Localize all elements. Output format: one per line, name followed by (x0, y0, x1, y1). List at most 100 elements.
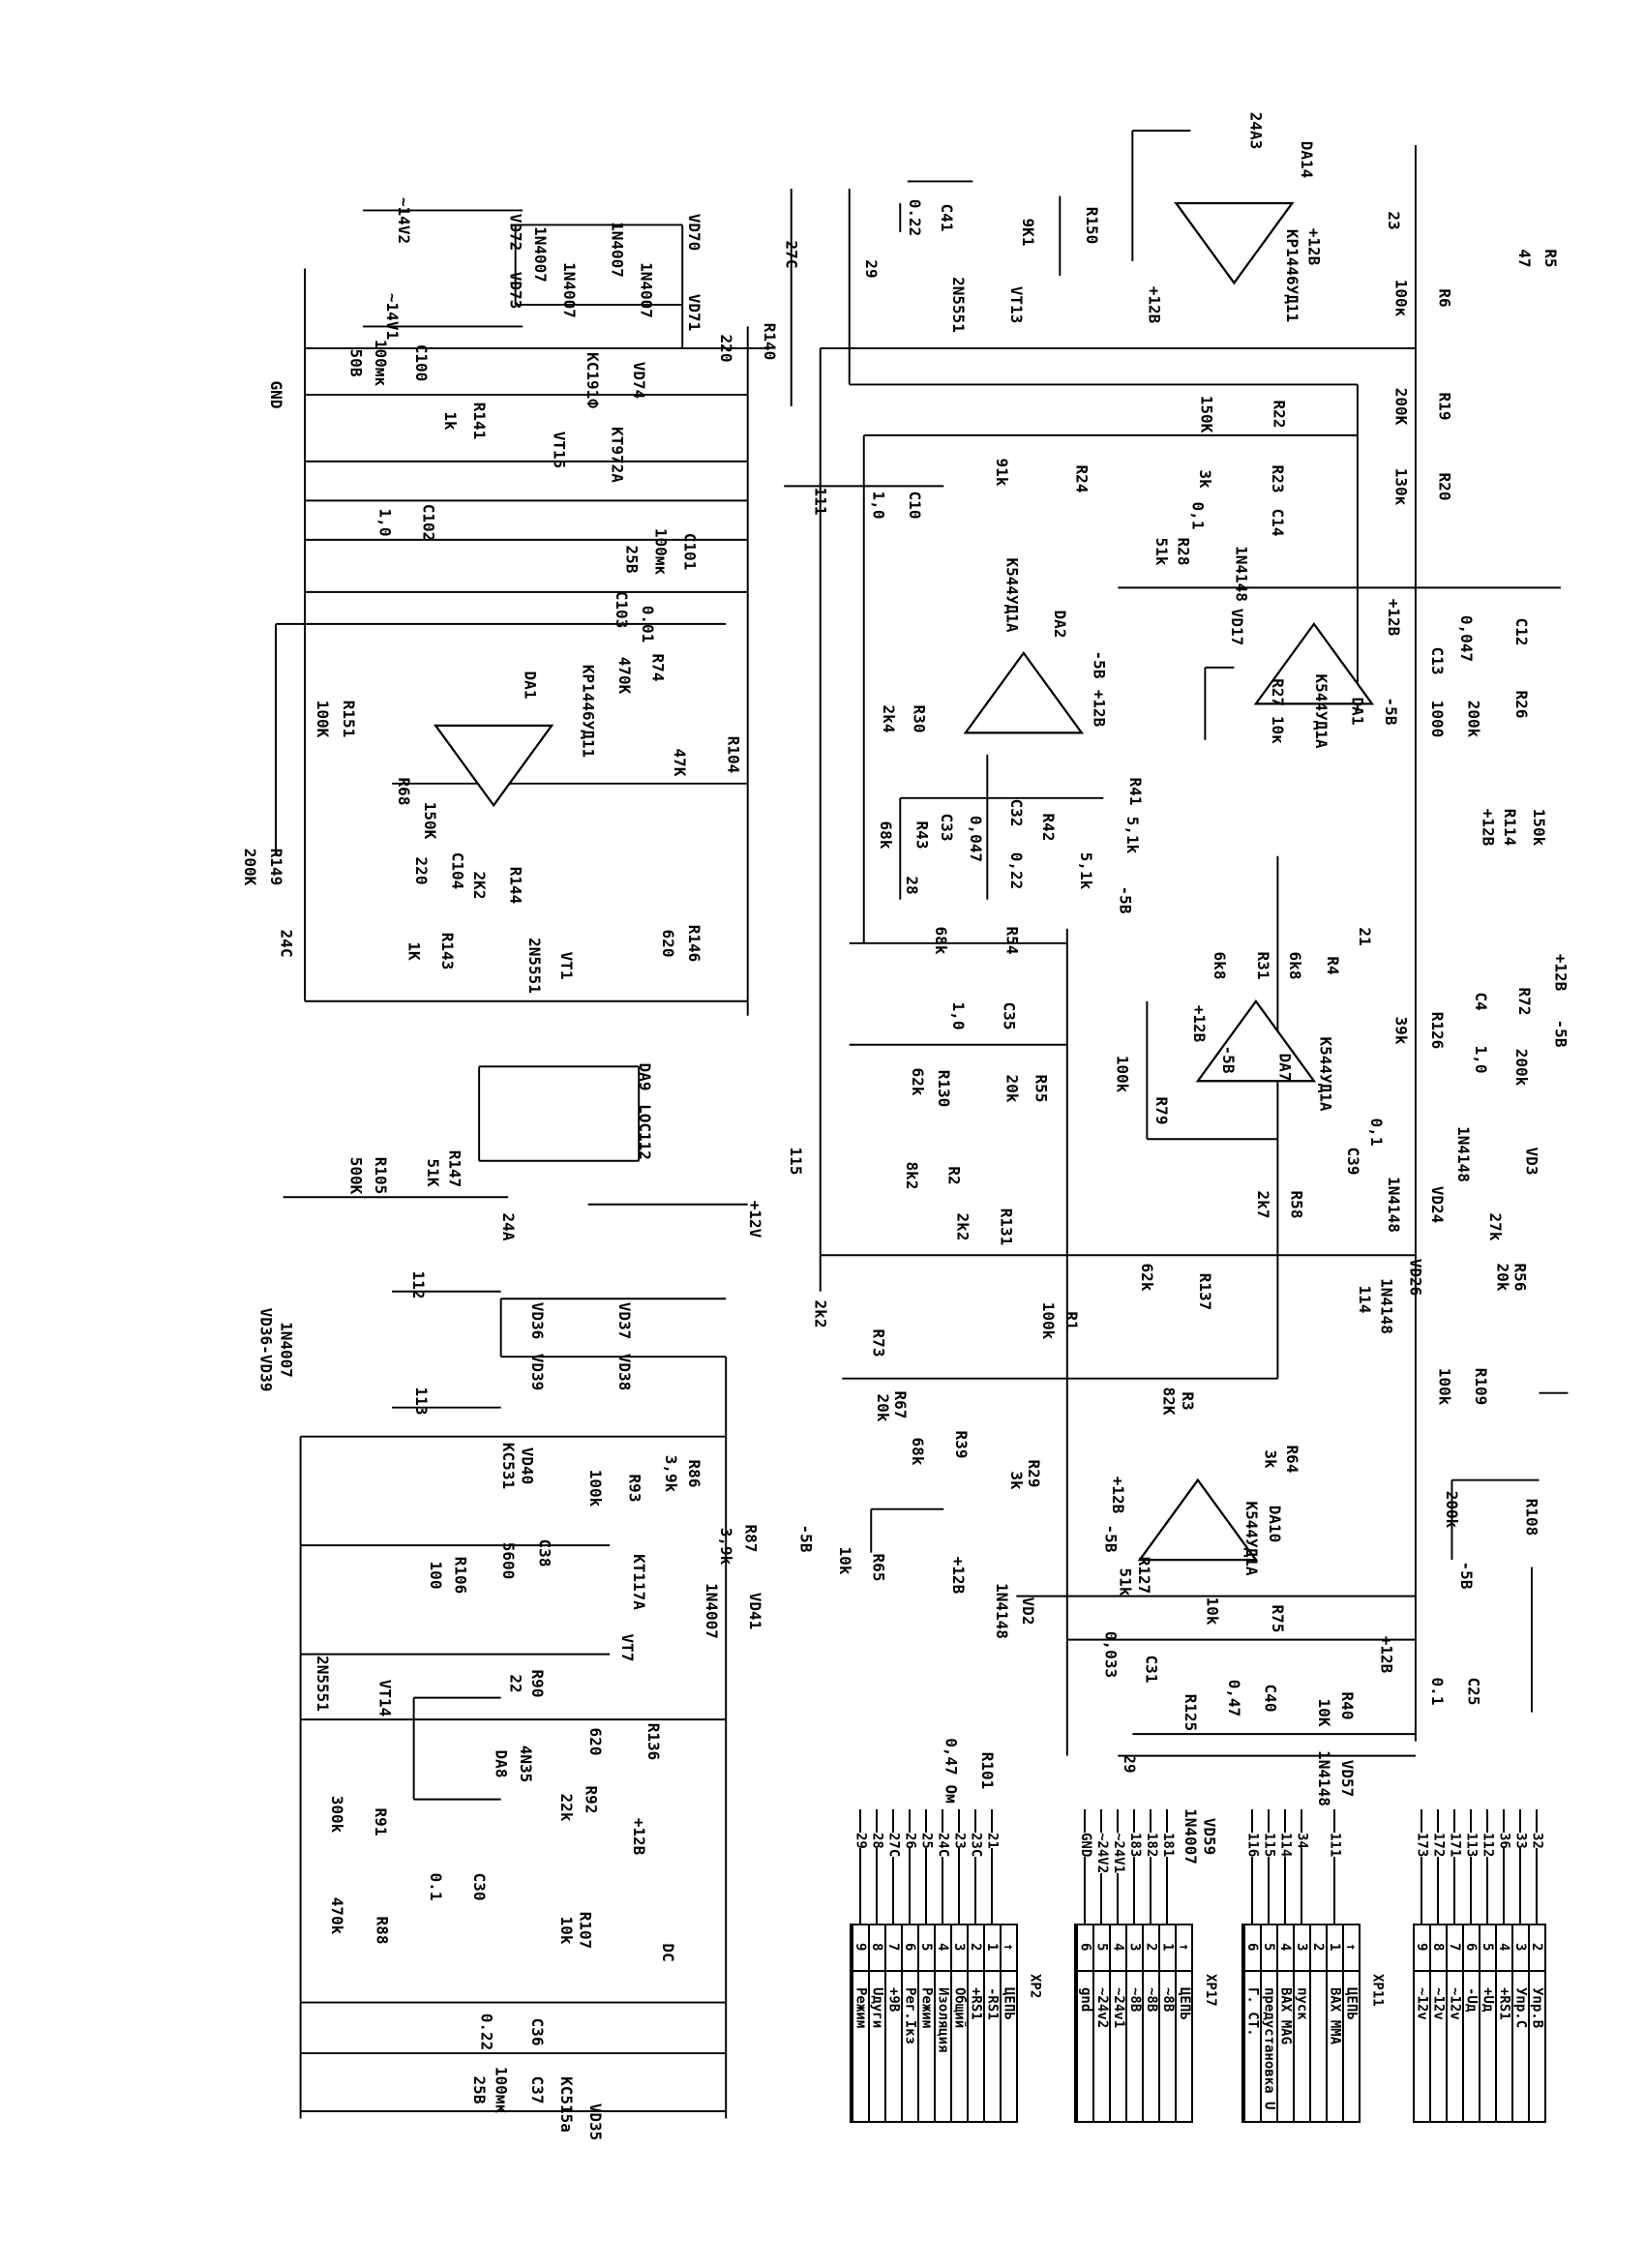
component-label: 200k (1512, 1048, 1531, 1086)
component-label: R58 (1287, 1190, 1306, 1219)
component-label: 100k (1113, 1055, 1132, 1093)
component-label: DA10 (1266, 1505, 1284, 1543)
component-label: C38 (535, 1538, 554, 1567)
wire-label: 111 (1327, 1832, 1343, 1857)
component-label: 0.22 (477, 2013, 496, 2051)
pin-signal: ~12v (1414, 1986, 1430, 2020)
component-label: 10K (1315, 1698, 1333, 1727)
component-label: DA9 (636, 1062, 654, 1091)
component-label: 0,47 (1225, 1679, 1243, 1717)
component-label: R106 (451, 1556, 470, 1594)
wire-label: 171 (1447, 1832, 1463, 1857)
component-label: DA2 (1051, 610, 1069, 639)
pin-signal (1311, 1972, 1326, 2122)
pin-number: 6 (1244, 1925, 1260, 1972)
component-label: VD41 (746, 1592, 764, 1630)
component-label: KC515a (557, 2076, 576, 2133)
component-label: 2N5551 (525, 937, 544, 994)
component-label: R41 (1126, 777, 1145, 805)
component-label: C35 (1000, 1001, 1019, 1030)
pin-signal: Общий (951, 1986, 968, 2028)
component-label: 100k (586, 1469, 605, 1507)
pin-number: 4 (935, 1925, 950, 1972)
component-label: R28 (1174, 537, 1193, 566)
component-label: VT13 (1007, 285, 1026, 324)
component-label: 150K (421, 801, 439, 839)
component-label: DA7 (1275, 1053, 1295, 1081)
wire-label: 21 (984, 1832, 1001, 1849)
component-label: R65 (869, 1553, 888, 1582)
wire-label: 24C (935, 1832, 951, 1857)
component-label: 100k (1039, 1301, 1058, 1340)
header-arrow-icon: ↑ (1177, 1925, 1192, 1972)
component-label: 3,9k (717, 1527, 735, 1565)
component-label: LOC112 (636, 1104, 654, 1160)
component-label: R1 (1062, 1311, 1081, 1330)
component-label: R3 (1179, 1390, 1197, 1411)
component-label: VD57 (1338, 1759, 1357, 1797)
pin-signal: Упр.С (1512, 1986, 1529, 2028)
component-label: R147 (445, 1149, 464, 1187)
component-label: 29 (862, 258, 881, 279)
component-label: R29 (1025, 1459, 1043, 1487)
pin-signal: Упр.В (1529, 1986, 1545, 2028)
component-label: R127 (1135, 1556, 1153, 1594)
component-label: 9K1 (1019, 218, 1037, 247)
pin-signal: gnd (1078, 1986, 1093, 2012)
component-label: 1,0 (869, 491, 888, 520)
component-label: +12B (1145, 285, 1164, 324)
component-label: 200K (1391, 387, 1411, 426)
component-label: C102 (419, 503, 438, 542)
component-label: R104 (724, 735, 743, 774)
pin-signal: ~8В (1160, 1986, 1176, 2012)
component-label: 91k (993, 458, 1011, 486)
op-amp-symbol (1137, 1477, 1259, 1562)
pin-wire (1250, 1808, 1253, 1924)
component-label: R141 (470, 402, 489, 440)
component-label: R2 (944, 1166, 964, 1185)
component-label: 1N4148 (1385, 1177, 1403, 1233)
component-label: R24 (1072, 464, 1092, 493)
component-label: +12B (949, 1556, 968, 1594)
component-label: VD40 (518, 1447, 537, 1485)
component-label: 0,1 (1188, 501, 1208, 529)
component-label: 2k4 (880, 704, 898, 732)
component-label: C100 (412, 343, 431, 382)
pin-wire (1469, 1808, 1472, 1924)
component-label: 0,033 (1101, 1630, 1121, 1679)
component-label: DA1 (1348, 697, 1367, 726)
component-label: 130к (1391, 467, 1411, 505)
component-label: R26 (1512, 690, 1531, 718)
pin-number: 9 (1414, 1925, 1429, 1972)
component-label: +12B (1109, 1476, 1127, 1514)
wire-label: 114 (1277, 1832, 1294, 1857)
pin-wire (891, 1808, 894, 1924)
component-label: R40 (1338, 1691, 1357, 1719)
component-label: 0.01 (639, 605, 657, 643)
component-label: 50В (346, 348, 366, 377)
connector-name: XP11 (1369, 1973, 1386, 2007)
pin-signal: Uдуги (869, 1986, 885, 2028)
component-label: 115 (787, 1147, 805, 1176)
component-label: R146 (685, 924, 703, 963)
pin-number: 3 (1127, 1925, 1143, 1972)
pin-number: 1 (1160, 1925, 1176, 1972)
component-label: R74 (648, 653, 668, 682)
component-label: -5B (1382, 697, 1400, 726)
header-arrow-icon: ↑ (1343, 1925, 1359, 1972)
component-label: 3,9k (662, 1454, 680, 1492)
pin-signal: ВАХ ММА (1327, 1986, 1343, 2044)
component-label: K544УД1А (1316, 1036, 1335, 1112)
component-label: +12B (1090, 689, 1109, 728)
component-label: VD36-VD39 (256, 1307, 276, 1392)
component-label: R90 (528, 1669, 547, 1698)
component-label: R31 (1254, 951, 1272, 979)
component-label: KC531 (499, 1442, 518, 1490)
wire-label: 29 (852, 1832, 869, 1849)
component-label: C101 (680, 532, 700, 571)
component-label: VD2 (1019, 1597, 1037, 1626)
component-label: R54 (1002, 926, 1022, 955)
component-label: R72 (1515, 987, 1534, 1016)
component-label: +12V (746, 1200, 764, 1238)
